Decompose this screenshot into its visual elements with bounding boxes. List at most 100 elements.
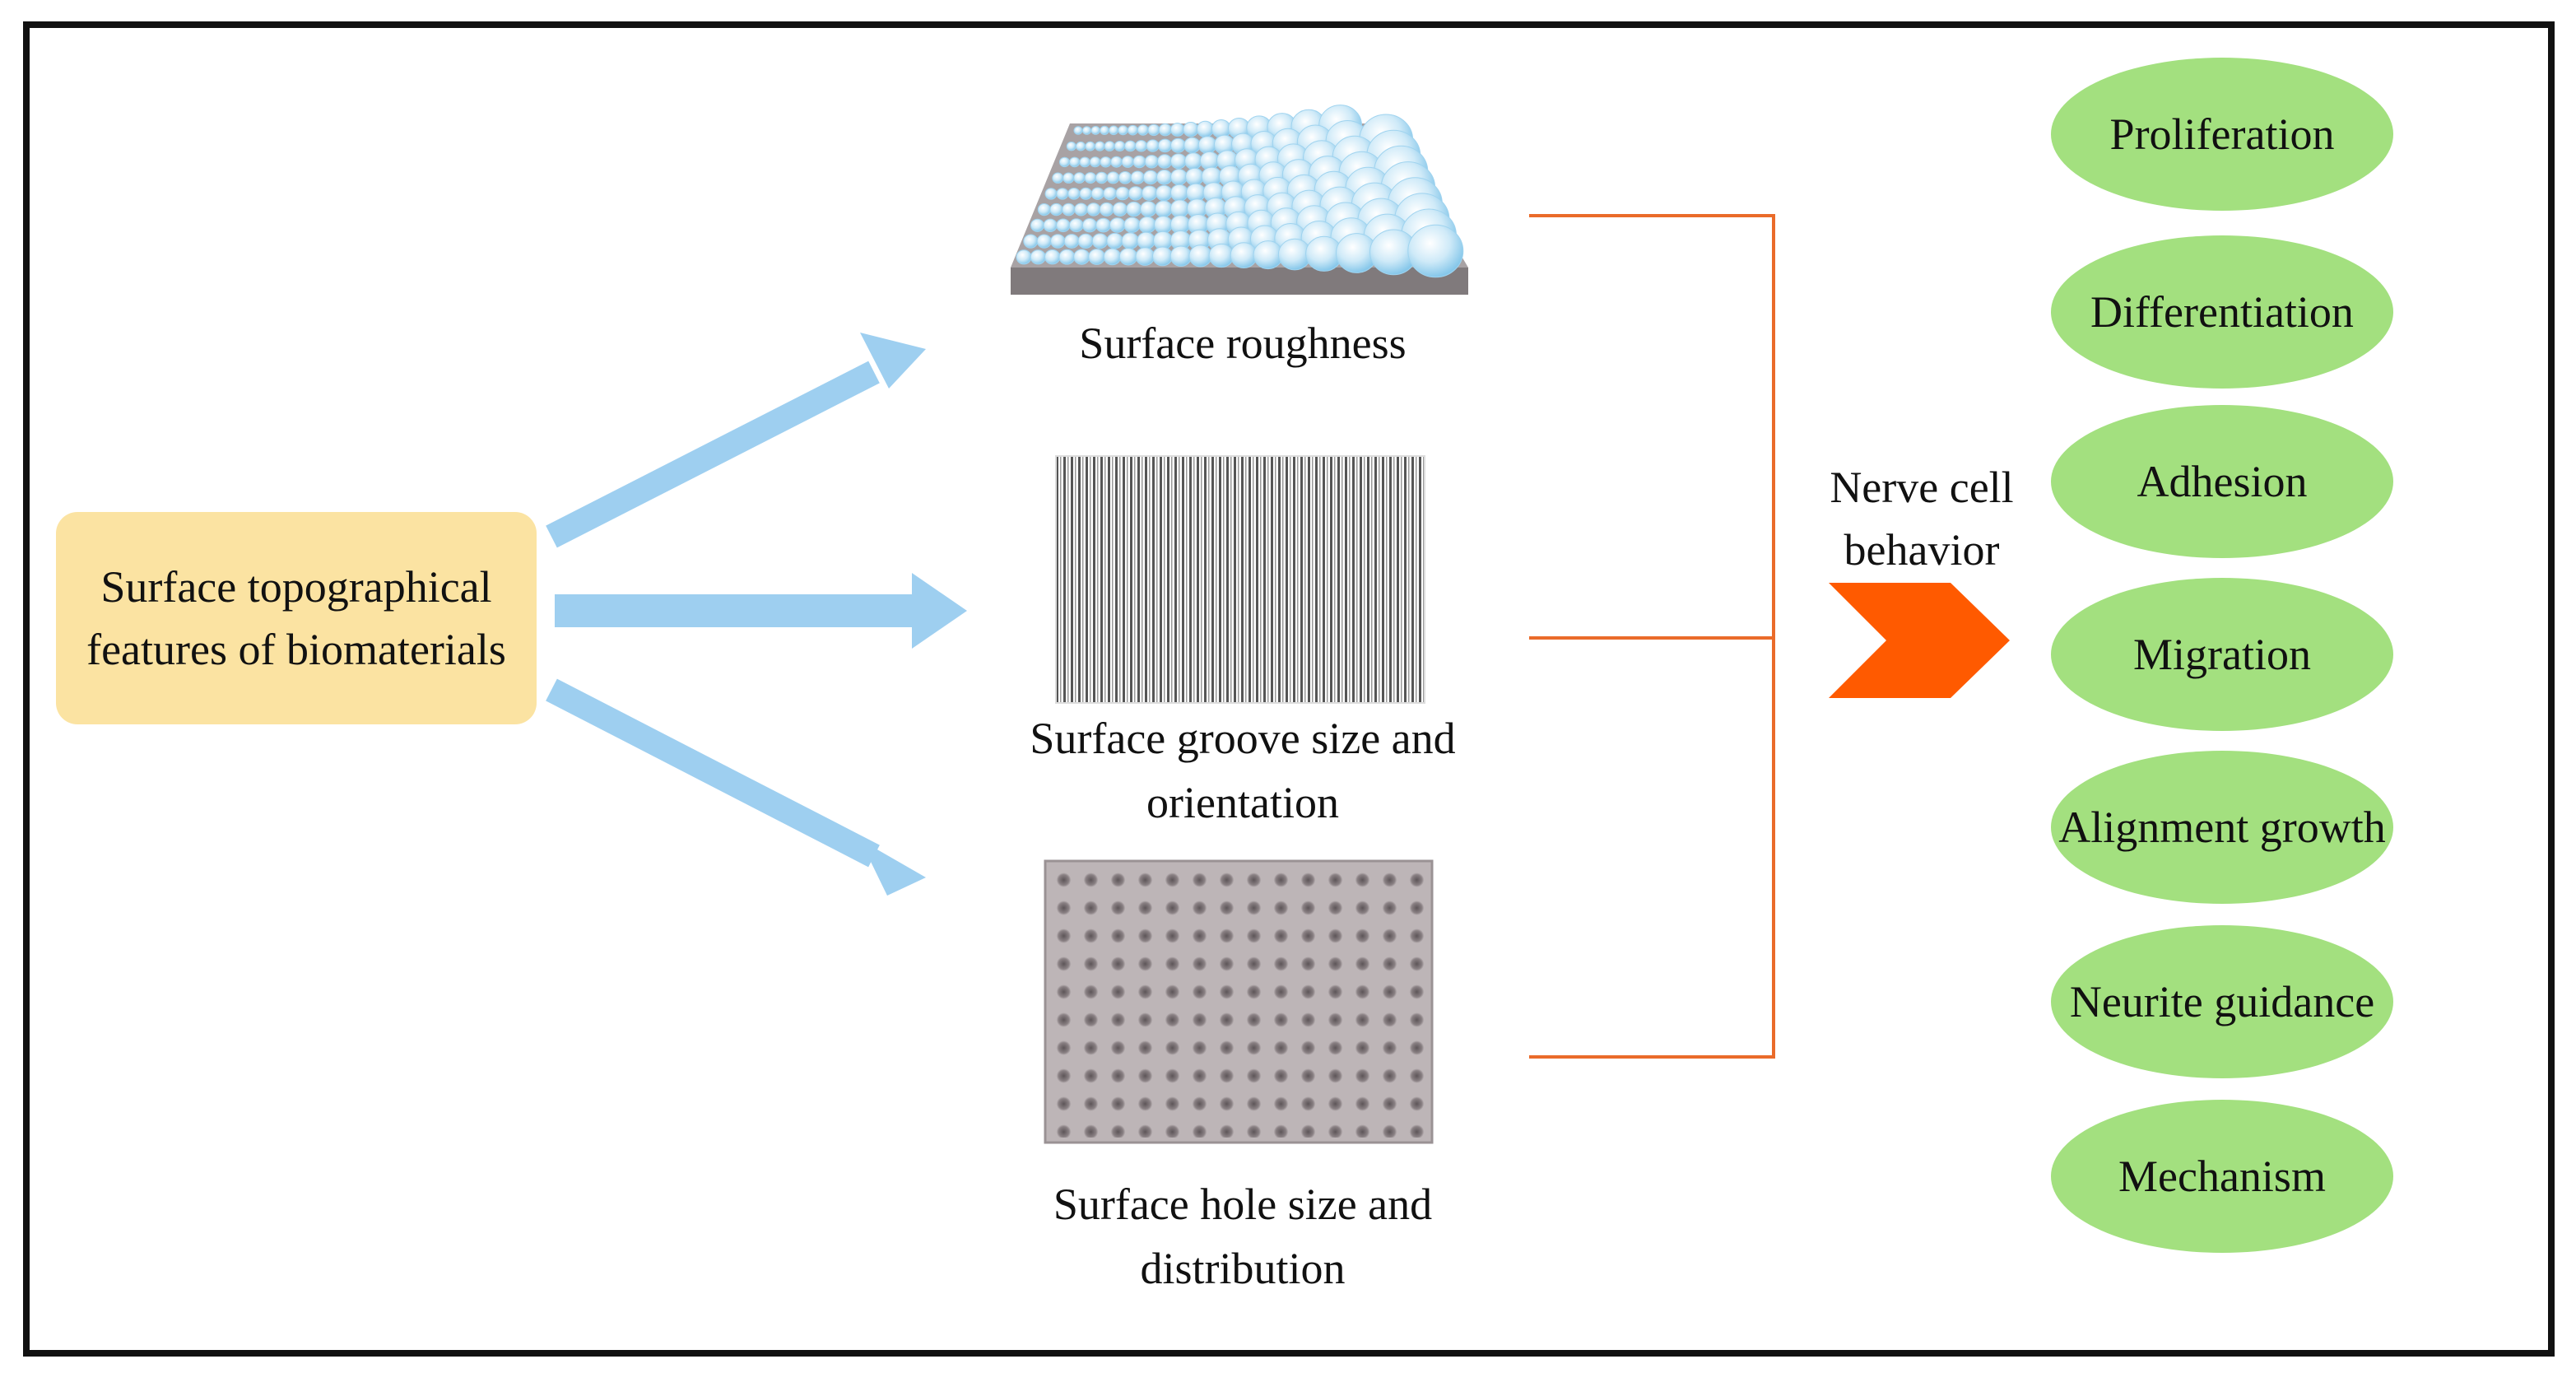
- bubble: [1140, 201, 1157, 217]
- feature-label-roughness: Surface roughness: [1079, 319, 1407, 368]
- groove-surface-image: [1055, 455, 1425, 704]
- bubble: [1170, 169, 1188, 186]
- bubble: [1127, 124, 1139, 136]
- bubble: [1135, 247, 1155, 266]
- bubble: [1066, 142, 1076, 151]
- bubble: [1073, 126, 1083, 135]
- bubble: [1091, 233, 1109, 249]
- bubble: [1104, 141, 1115, 151]
- bubble: [1043, 218, 1058, 232]
- bubble: [1086, 202, 1101, 216]
- bubble: [1088, 249, 1105, 265]
- bubble: [1062, 202, 1076, 216]
- bubble: [1135, 140, 1148, 152]
- bubble: [1100, 125, 1109, 135]
- bubble: [1197, 136, 1217, 154]
- bubble: [1114, 141, 1126, 151]
- feature-label-groove: Surface groove size and orientation: [1030, 714, 1456, 827]
- bubble: [1095, 171, 1109, 184]
- bubble: [1115, 186, 1130, 201]
- bubble: [1169, 245, 1193, 267]
- bubble: [1169, 123, 1185, 137]
- bubble: [1155, 200, 1173, 218]
- bubble: [1016, 249, 1032, 265]
- bubble: [1154, 216, 1173, 234]
- bubble: [1155, 184, 1173, 202]
- bubble: [1044, 188, 1058, 200]
- bubble: [1142, 170, 1159, 185]
- source-box: Surface topographical features of biomat…: [56, 512, 537, 724]
- bubble: [1169, 199, 1190, 218]
- bubble: [1099, 202, 1114, 216]
- bubble: [1128, 186, 1144, 201]
- bubble: [1142, 185, 1158, 201]
- bubble: [1147, 123, 1160, 137]
- outcome-neurite-guidance: Neurite guidance: [2051, 925, 2393, 1078]
- bubble: [1118, 171, 1132, 184]
- outcome-differentiation: Differentiation: [2051, 235, 2393, 389]
- bubble: [1126, 201, 1142, 217]
- bubble: [1106, 171, 1120, 184]
- bubble: [1407, 224, 1464, 278]
- bubble: [1109, 125, 1119, 136]
- bubble: [1056, 218, 1071, 233]
- bubble: [1103, 187, 1117, 201]
- chevron-arrow-icon: [1829, 583, 2010, 698]
- bubble: [1056, 188, 1069, 200]
- bubble: [1121, 156, 1134, 168]
- behavior-label: Nerve cell behavior: [1830, 463, 2014, 575]
- bubble: [1030, 218, 1044, 232]
- bubble: [1044, 249, 1061, 265]
- bubble: [1084, 172, 1097, 184]
- bubble: [1118, 125, 1128, 136]
- bracket-connector: [1529, 214, 1775, 1059]
- outcome-adhesion: Adhesion: [2051, 405, 2393, 558]
- bubble: [1183, 137, 1201, 154]
- bubble: [1079, 156, 1090, 168]
- bubble: [1062, 172, 1075, 184]
- bubble: [1170, 137, 1186, 153]
- hole-surface-image: [1044, 859, 1434, 1144]
- bubble: [1185, 167, 1204, 186]
- bubble: [1100, 156, 1112, 168]
- bubble: [1058, 249, 1076, 265]
- bubble: [1109, 217, 1126, 233]
- bubble: [1118, 248, 1138, 266]
- bubble: [1137, 124, 1149, 136]
- outcome-label: Migration: [2133, 630, 2311, 679]
- outcome-label: Alignment growth: [2058, 803, 2386, 852]
- bubble: [1073, 249, 1090, 265]
- outcome-proliferation: Proliferation: [2051, 58, 2393, 211]
- bubble: [1089, 156, 1101, 168]
- bubble: [1079, 187, 1093, 200]
- bubble: [1077, 233, 1094, 249]
- arrow-to-roughness: [546, 333, 926, 548]
- bubble: [1095, 217, 1111, 233]
- bubble: [1063, 234, 1080, 249]
- roughness-surface-image: [1011, 105, 1468, 295]
- bubble: [1023, 234, 1039, 249]
- outcome-mechanism: Mechanism: [2051, 1100, 2393, 1253]
- bubble: [1183, 122, 1199, 137]
- bubble: [1036, 234, 1052, 249]
- bubble: [1069, 156, 1081, 168]
- bubble: [1090, 187, 1104, 200]
- bubble: [1112, 202, 1128, 217]
- bubble: [1144, 155, 1159, 169]
- bubble: [1124, 140, 1137, 152]
- bubble: [1188, 244, 1212, 268]
- bubble: [1155, 170, 1173, 185]
- bubble: [1037, 203, 1051, 216]
- bubble: [1076, 141, 1086, 151]
- bubble: [1196, 120, 1215, 138]
- bubble: [1085, 141, 1095, 151]
- bubble: [1169, 184, 1189, 202]
- outcome-alignment-growth: Alignment growth: [2051, 751, 2393, 904]
- bubble: [1067, 188, 1081, 200]
- bubble: [1090, 126, 1100, 135]
- outcome-label: Neurite guidance: [2069, 977, 2375, 1026]
- bubble: [1121, 232, 1139, 249]
- bubble: [1081, 218, 1098, 233]
- outcome-label: Proliferation: [2109, 109, 2335, 159]
